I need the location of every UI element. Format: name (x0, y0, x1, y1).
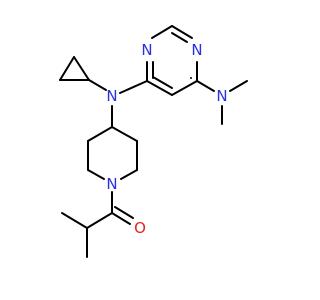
bond-c6-nme2 (196, 80, 215, 92)
bond-pip-c4-c3 (111, 126, 138, 142)
bond-cyclopropyl-2 (59, 56, 75, 81)
bond-pip-c2-n1 (120, 169, 138, 180)
bond-cyclopropyl-n (88, 79, 107, 91)
bond-pyr-c5-c4 (146, 80, 173, 96)
atom-n-dimethylamino: N (216, 87, 227, 105)
bond-cyclopropyl-1 (73, 56, 90, 81)
atom-n-piperidine: N (106, 175, 117, 193)
bond-pip-n1-c6 (87, 169, 105, 180)
atom-n-amine-cyclopropyl: N (106, 87, 117, 105)
bond-carbonyl-ch (86, 212, 113, 229)
bond-nme2-methyl-1 (229, 80, 248, 92)
bond-pyr-c2-n1-double (171, 32, 188, 43)
bond-ch-methyl-1 (61, 212, 88, 229)
bond-n-pyrimidine (119, 80, 148, 94)
bond-pyr-c2-n1 (171, 25, 193, 39)
molecule-canvas: N N N N N O (59, 25, 248, 258)
bond-pyr-n3-c2 (151, 25, 173, 39)
bond-carbonyl-o-double (114, 206, 134, 219)
bond-carbonyl-o (111, 212, 131, 225)
bond-pyr-c5-c4-double (152, 76, 173, 89)
atom-n-pyrimidine-top: N (141, 41, 152, 59)
atom-n-pyrimidine-bottom: N (191, 41, 202, 59)
bond-pip-c5-c4 (87, 126, 113, 142)
molecule-structure: N N N N N O (59, 25, 248, 258)
atom-o-carbonyl: O (134, 219, 146, 237)
bond-pyr-c6-c5 (171, 80, 198, 96)
